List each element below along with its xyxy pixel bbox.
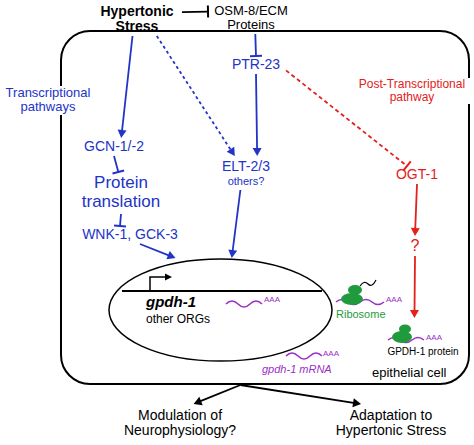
- promoter-arrow: [150, 277, 166, 291]
- node-text: ?: [411, 237, 420, 255]
- connector-line: [254, 34, 256, 56]
- nucleus-ellipse: [109, 259, 332, 361]
- mrna-strand: [388, 338, 424, 343]
- arrow-head: [253, 148, 262, 156]
- arrow-head: [227, 147, 235, 156]
- node-text: OSM-8/ECM Proteins: [208, 4, 294, 33]
- arrow-head: [352, 398, 361, 407]
- node-text: gpdh-1: [146, 294, 196, 311]
- gene-product: GCN-1/-2: [78, 138, 150, 156]
- connector: [411, 184, 420, 236]
- node-text: epithelial cell: [372, 366, 446, 380]
- connector: [157, 36, 235, 156]
- gene-product: PTR-23: [226, 56, 286, 74]
- arrow-head: [194, 397, 203, 405]
- node-text: Adaptation to Hypertonic Stress: [316, 408, 466, 439]
- unknown-step: ?: [405, 236, 425, 256]
- inhibition-bar: [113, 170, 125, 173]
- node-text: Protein translation: [76, 174, 166, 211]
- annotation-label: AAA: [426, 334, 442, 343]
- connector-line: [415, 184, 417, 230]
- connector: [228, 190, 240, 258]
- connector: [240, 385, 361, 407]
- node-text: GCN-1/-2: [84, 139, 144, 154]
- ribosome-small: [348, 285, 362, 295]
- connector: [140, 244, 176, 259]
- ribosome-small: [399, 325, 411, 334]
- arrow-head: [410, 310, 419, 318]
- gene-product: OGT-1: [392, 166, 442, 184]
- peptide-chain: [360, 280, 376, 286]
- ribosome-large: [392, 331, 412, 343]
- connector-line: [122, 36, 133, 132]
- connector-line: [256, 74, 257, 150]
- gene-line: [122, 290, 322, 292]
- ribosome-large: [341, 293, 363, 305]
- connector: [194, 385, 241, 405]
- annotation-label: AAA: [323, 350, 339, 359]
- connector: [118, 36, 133, 138]
- arrow-head: [166, 251, 175, 259]
- nucleus-outline: [108, 258, 333, 362]
- connector-line: [199, 385, 240, 402]
- mrna-strand: [226, 301, 262, 307]
- mrna-strand: [286, 353, 322, 359]
- annotation-label: Ribosome: [336, 308, 386, 320]
- connector: [182, 6, 208, 18]
- node-text: OGT-1: [396, 167, 438, 182]
- outcome-text: Adaptation to Hypertonic Stress: [316, 404, 466, 442]
- connector-line: [120, 214, 121, 226]
- outcome-text: Modulation of Neurophysiology?: [112, 404, 248, 442]
- connector: [253, 74, 262, 156]
- promoter-head: [165, 274, 172, 281]
- annotation-label: Post-Transcriptional pathway: [350, 78, 474, 104]
- arrow-head: [118, 130, 127, 138]
- inhibition-bar: [207, 6, 209, 18]
- annotation-label: AAA: [264, 296, 280, 305]
- node-text: other ORGs: [146, 313, 210, 326]
- node-text: PTR-23: [232, 57, 280, 72]
- connector: [250, 34, 262, 56]
- annotation-label: AAA: [386, 296, 402, 305]
- connector-line: [182, 11, 208, 13]
- node-text: WNK-1, GCK-3: [82, 227, 178, 242]
- connector-line: [157, 36, 232, 151]
- connector-line: [140, 244, 170, 256]
- gene-product: ELT-2/3others?: [218, 156, 274, 190]
- nucleus: gpdh-1 other ORGs: [108, 258, 333, 362]
- process-text: Protein translation: [76, 172, 166, 214]
- arrow-head: [411, 228, 420, 236]
- node-text: GPDH-1 protein: [380, 346, 466, 357]
- mrna-strand: [336, 300, 384, 305]
- protein-product: GPDH-1 protein: [380, 318, 466, 358]
- connector-line: [114, 156, 118, 172]
- connector: [113, 156, 125, 174]
- node-text: others?: [228, 175, 265, 187]
- node-text: ELT-2/3: [222, 159, 270, 174]
- connector-line: [240, 385, 355, 403]
- connector-line: [233, 190, 241, 252]
- annotation-label: gpdh-1 mRNA: [262, 363, 332, 375]
- gene-product: WNK-1, GCK-3: [80, 226, 180, 244]
- annotation-label: Transcriptional pathways: [0, 86, 96, 115]
- arrow-head: [228, 249, 237, 258]
- connector: [410, 256, 419, 318]
- connector-line: [414, 256, 416, 312]
- node-text: Modulation of Neurophysiology?: [112, 408, 248, 439]
- connector: [114, 214, 126, 226]
